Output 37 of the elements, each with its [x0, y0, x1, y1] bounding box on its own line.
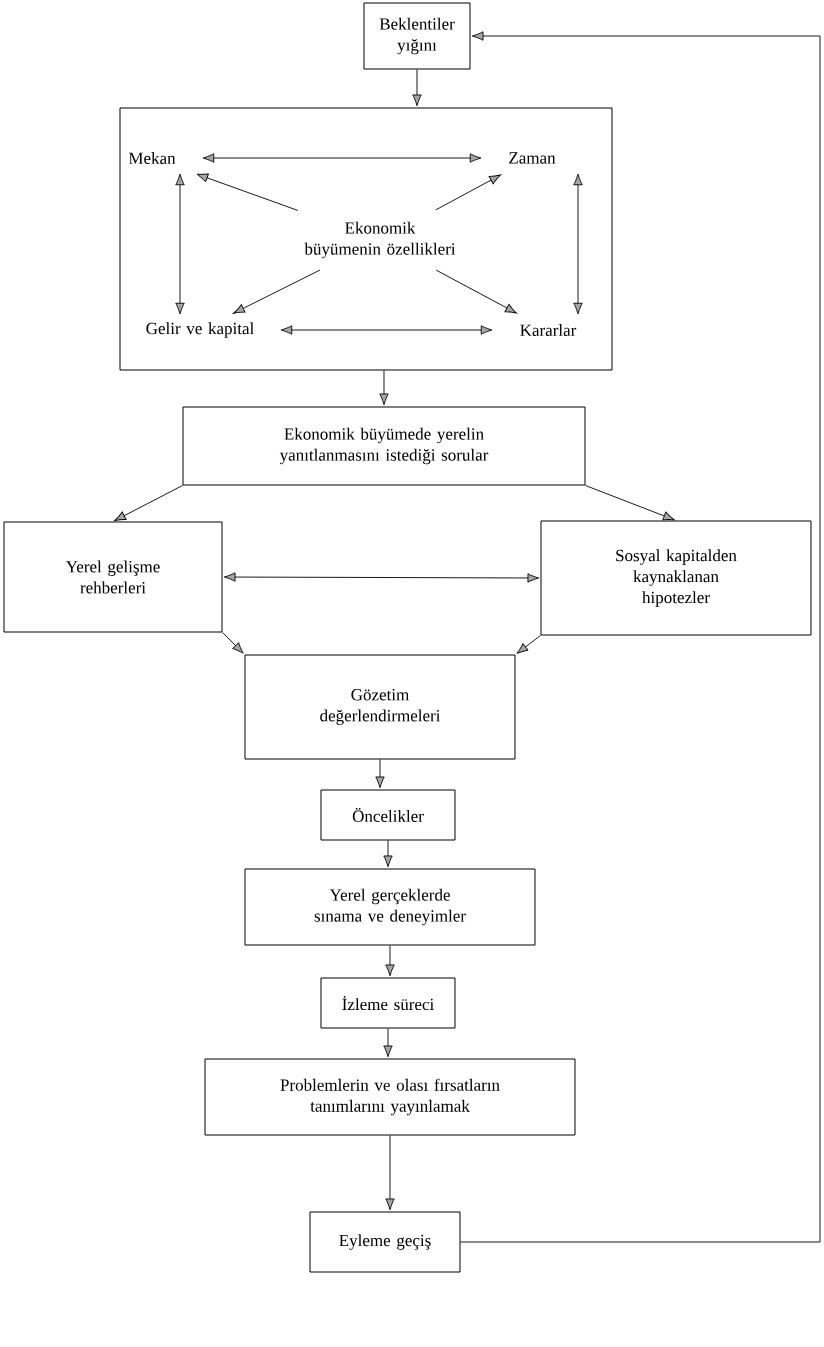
- arrow: [385, 945, 395, 977]
- process-box: İzleme süreci: [320, 977, 456, 1029]
- process-box: Gözetim değerlendirmeleri: [244, 654, 516, 760]
- group-box: [119, 107, 613, 371]
- arrow: [379, 370, 389, 406]
- arrow: [385, 1135, 395, 1211]
- arrow: [375, 759, 385, 789]
- process-box: Eyleme geçiş: [309, 1211, 461, 1273]
- arrow: [585, 485, 675, 521]
- process-box: Beklentiler yığını: [363, 2, 471, 70]
- arrow: [383, 1028, 393, 1058]
- concept-label: Gelir ve kapital: [146, 322, 254, 338]
- arrow: [222, 632, 244, 654]
- concept-label: Ekonomik büyümenin özellikleri: [304, 221, 456, 259]
- arrow: [202, 153, 482, 163]
- arrow: [435, 174, 501, 211]
- arrow: [412, 69, 422, 107]
- arrow: [114, 485, 183, 522]
- arrow: [435, 269, 517, 314]
- arrow: [280, 325, 493, 335]
- concept-label: Kararlar: [520, 324, 577, 336]
- arrow: [233, 269, 321, 314]
- process-box: Yerel gerçeklerde sınama ve deneyimler: [244, 868, 536, 946]
- process-box: Ekonomik büyümede yerelin yanıtlanmasını istediği sorular: [182, 406, 586, 486]
- concept-label: Zaman: [509, 152, 556, 164]
- arrow: [223, 572, 540, 583]
- arrow: [175, 173, 185, 315]
- process-box: Yerel gelişme rehberleri: [3, 521, 223, 633]
- process-box: Öncelikler: [320, 789, 456, 841]
- arrow: [460, 31, 821, 1243]
- arrow: [573, 173, 583, 315]
- arrow: [383, 840, 393, 868]
- concept-label: Mekan: [128, 152, 176, 164]
- process-box: Sosyal kapitalden kaynaklanan hipotezler: [540, 520, 812, 636]
- arrow: [196, 173, 299, 211]
- arrow: [516, 635, 541, 654]
- process-box: Problemlerin ve olası fırsatların tanımlarını yayınlamak: [204, 1058, 576, 1136]
